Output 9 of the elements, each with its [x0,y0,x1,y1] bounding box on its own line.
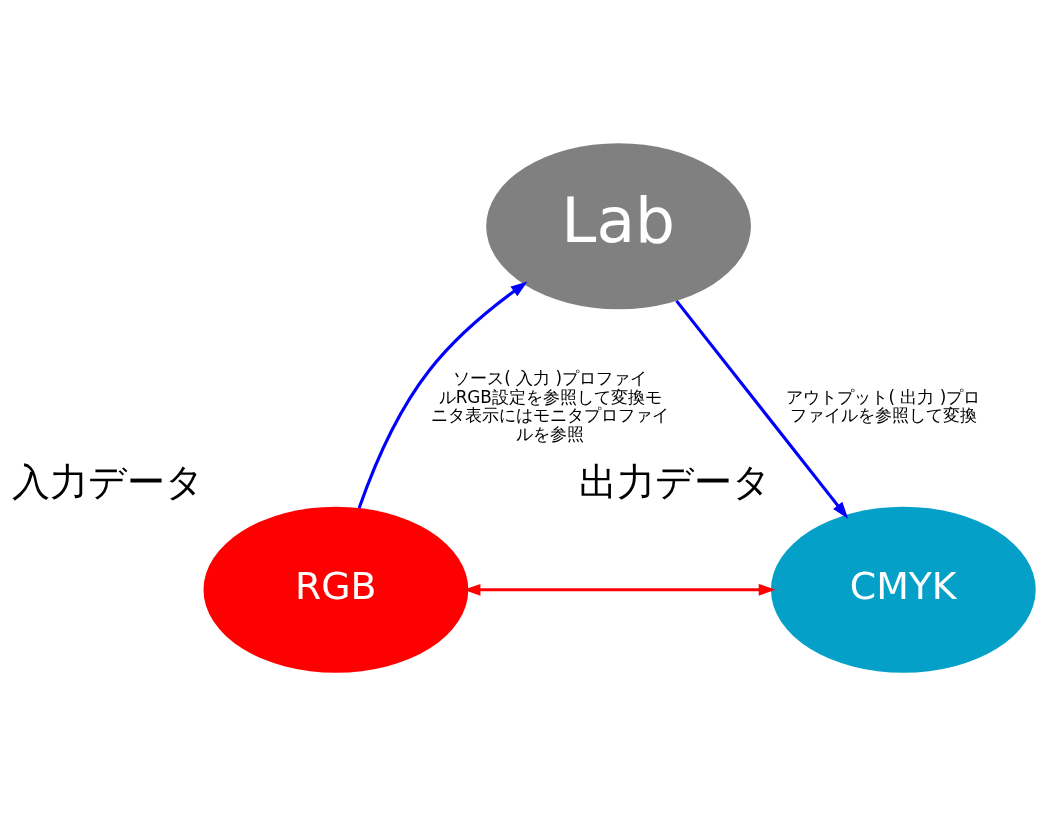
node-ellipse: Lab [486,143,751,310]
edge-label: ソース( 入力 )プロファイルRGB設定を参照して変換モニタ表示にはモニタプロファイルを参照 [431,367,670,445]
arrow [357,281,528,509]
node-ellipse: CMYK [770,506,1036,673]
node-label: 出力データ [579,460,772,504]
edge-label: アウトプット( 出力 )プロファイルを参照して変換 [786,386,981,426]
node-label: 入力データ [11,460,204,504]
node-ellipse: RGB [203,506,469,673]
arrow [675,299,849,519]
